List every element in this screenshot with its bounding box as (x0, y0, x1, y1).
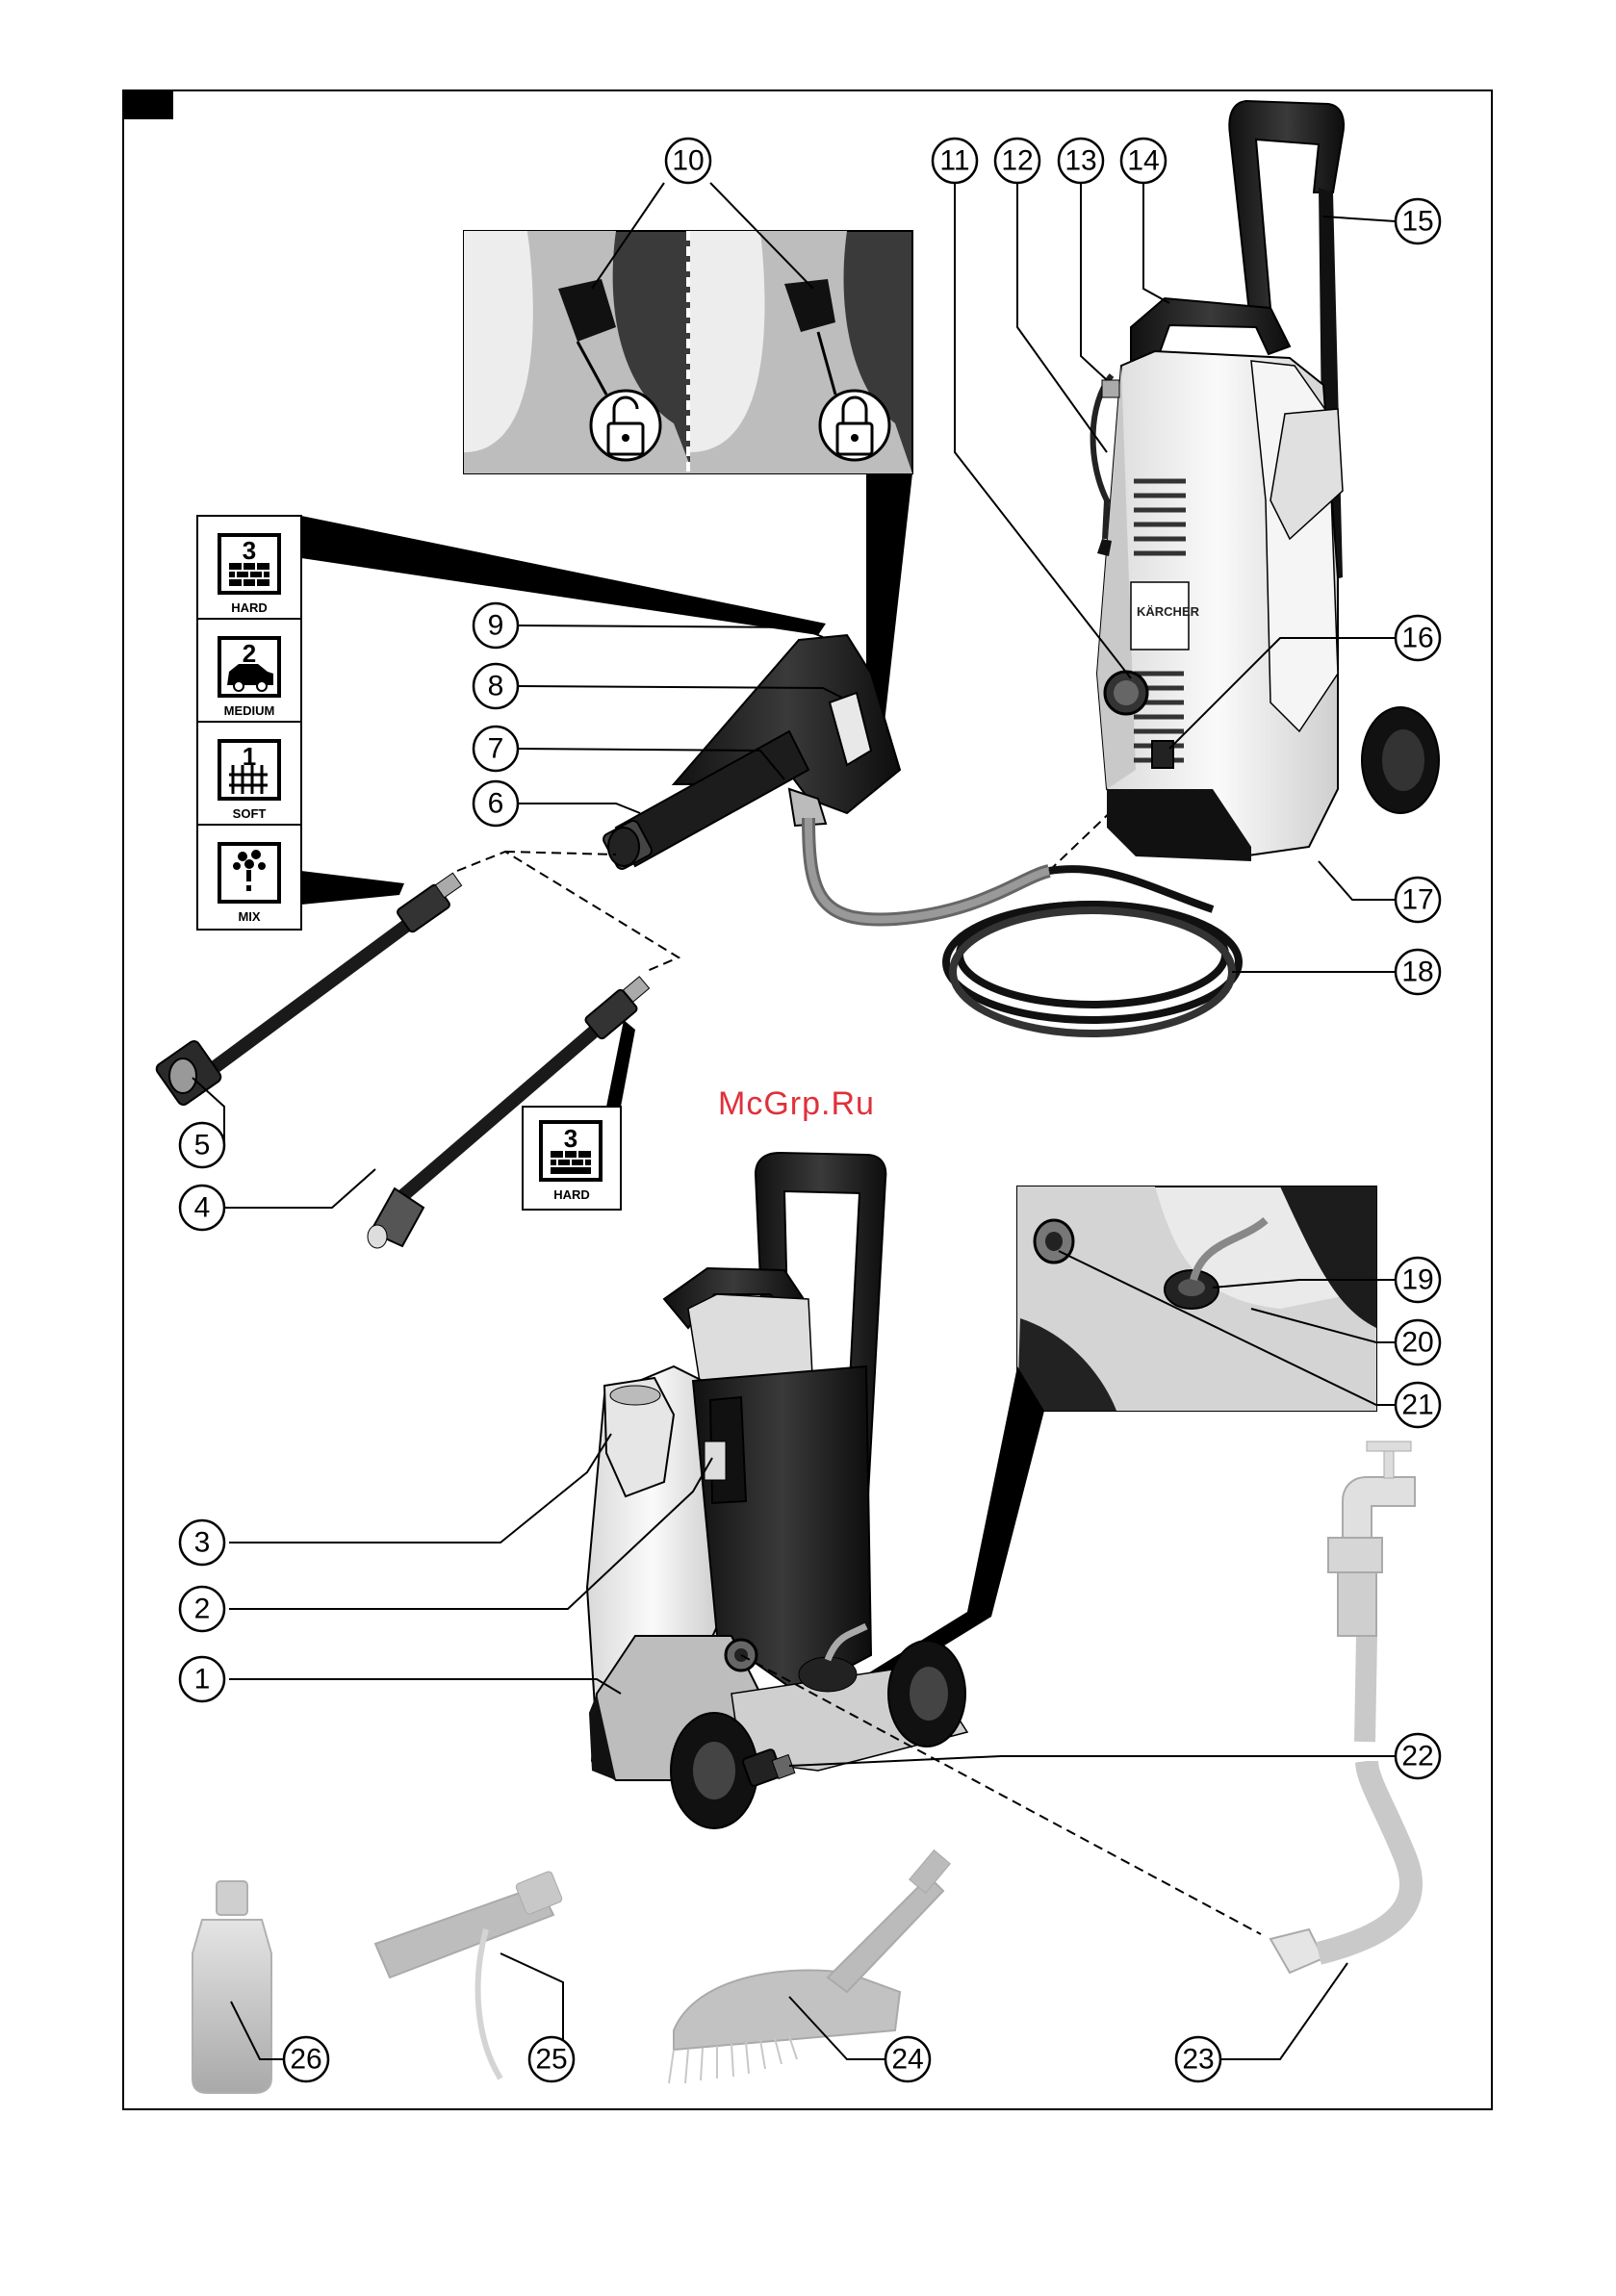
inset-pointer (866, 1366, 1044, 1694)
corner-tab (123, 90, 173, 119)
callout-16: 16 (1401, 623, 1433, 654)
water-inlet-inset (1017, 1186, 1376, 1411)
callout-12: 12 (1001, 145, 1033, 177)
brick-wall-icon (229, 563, 269, 586)
hose-pipe (808, 818, 1049, 920)
callout-6: 6 (488, 788, 504, 820)
mode-pointer-upper (301, 516, 826, 635)
lance-badge-number: 3 (564, 1124, 577, 1153)
callout-2: 2 (194, 1594, 211, 1625)
callout-10: 10 (672, 145, 704, 177)
detergent-bottle (192, 1881, 271, 2093)
callout-24: 24 (891, 2044, 923, 2076)
callout-26: 26 (290, 2044, 321, 2076)
garden-hose (1270, 1441, 1415, 1973)
hose-coil (946, 905, 1239, 1033)
pressure-washer-rear (587, 1153, 967, 1828)
callout-9: 9 (488, 610, 504, 642)
callout-1: 1 (194, 1664, 211, 1696)
callout-25: 25 (535, 2044, 567, 2076)
trigger-lock-inset (464, 231, 912, 473)
callout-7: 7 (488, 733, 504, 765)
callout-18: 18 (1401, 957, 1433, 988)
callout-8: 8 (488, 671, 504, 702)
lance-badge-label: HARD (553, 1187, 590, 1202)
watermark: McGrp.Ru (718, 1085, 875, 1123)
callout-21: 21 (1401, 1390, 1433, 1421)
callout-3: 3 (194, 1527, 211, 1559)
mode-pointer-lower (301, 871, 404, 905)
callout-19: 19 (1401, 1264, 1433, 1296)
callout-23: 23 (1182, 2044, 1214, 2076)
callout-14: 14 (1127, 145, 1159, 177)
spray-mode-selector: 3 HARD 2 MEDIUM 1 SOFT MIX (197, 516, 301, 930)
callout-4: 4 (194, 1192, 211, 1224)
callout-5: 5 (194, 1130, 211, 1161)
spray-gun (602, 635, 900, 871)
brand-label: KÄRCHER (1137, 604, 1200, 619)
pressure-washer-front: KÄRCHER (1093, 101, 1439, 861)
callout-15: 15 (1401, 206, 1433, 238)
mode-label-hard: HARD (231, 600, 268, 615)
mode-number-medium: 2 (243, 639, 256, 668)
mode-label-medium: MEDIUM (224, 703, 275, 718)
mode-number-hard: 3 (243, 536, 256, 565)
mode-label-mix: MIX (238, 909, 260, 924)
mode-label-soft: SOFT (233, 806, 267, 821)
mode-number-soft: 1 (243, 742, 256, 771)
callout-13: 13 (1065, 145, 1096, 177)
callout-17: 17 (1401, 884, 1433, 916)
callout-20: 20 (1401, 1327, 1433, 1359)
callout-11: 11 (939, 145, 969, 177)
callout-22: 22 (1401, 1741, 1433, 1773)
water-tap-icon (1343, 1441, 1415, 1538)
